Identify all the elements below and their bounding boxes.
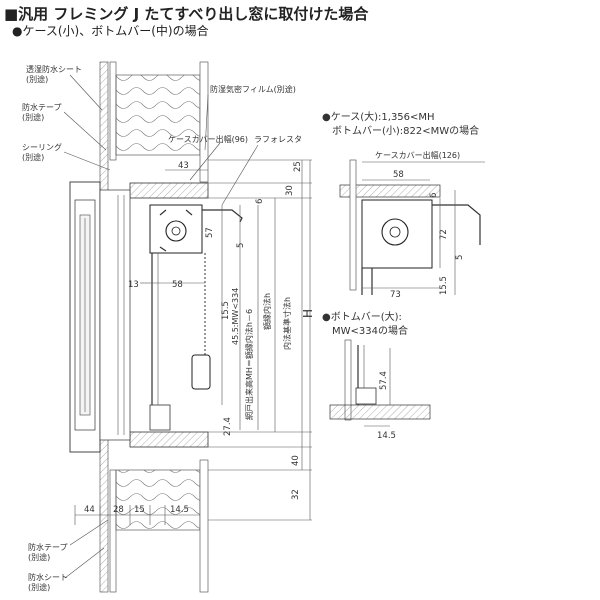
label-bottom-tape: 防水テープ <box>28 542 68 552</box>
dim-6: 6 <box>255 199 265 204</box>
label-bottom-tape-sep: (別途) <box>28 552 50 562</box>
page-title: ■汎用 フレミング J たてすべり出し窓に取付けた場合 <box>4 5 369 23</box>
dim-15: 15 <box>134 505 145 515</box>
insulation-top <box>115 74 201 156</box>
dim-32: 32 <box>291 489 301 500</box>
case-cover <box>202 209 243 223</box>
dim-40: 40 <box>291 455 301 466</box>
dim-44: 44 <box>84 505 95 515</box>
label-bottom-sheet: 防水シート <box>28 572 68 582</box>
rt-head <box>339 184 441 198</box>
rt-title-1: ●ケース(大):1,356<MH <box>322 110 435 123</box>
label-laforesta: ラフォレスタ <box>254 135 302 144</box>
label-case-cover-width: ケースカバー出幅(96) <box>168 134 248 144</box>
dim-30: 30 <box>285 185 295 196</box>
rt-dim-5: 5 <box>455 255 465 260</box>
rt-dim-58: 58 <box>393 170 404 180</box>
chain-weight <box>191 354 211 390</box>
vt-inner-h: 額縁内法h <box>262 293 272 330</box>
rt-title-2: ボトムバー(小):822<MWの場合 <box>332 124 479 137</box>
label-moisture-sheet-sep: (別途) <box>26 74 48 84</box>
dim-5: 5 <box>236 243 246 248</box>
vt-std-h: 内法基準寸法h <box>282 297 292 350</box>
rb-dim-57-4: 57.4 <box>379 371 389 390</box>
dim-14-5: 14.5 <box>170 505 189 515</box>
label-waterproof-tape-sep: (別途) <box>22 112 44 122</box>
rb-dim-14-5: 14.5 <box>377 431 396 441</box>
bottom-bar <box>149 404 171 431</box>
rb-title-2: MW<334の場合 <box>332 324 408 337</box>
dim-43: 43 <box>178 161 189 171</box>
label-sealing-sep: (別途) <box>22 152 44 162</box>
rb-title-1: ●ボトムバー(大): <box>322 310 402 323</box>
dim-big-h: H <box>301 309 315 318</box>
dim-57: 57 <box>205 227 215 238</box>
dim-25: 25 <box>293 161 303 172</box>
insulation-bottom <box>115 469 201 531</box>
rb-sill <box>329 404 431 420</box>
label-vapor-film: 防湿気密フィルム(別途) <box>210 84 296 94</box>
rt-dim-72: 72 <box>439 229 449 240</box>
rt-dim-73: 73 <box>390 290 401 300</box>
rt-dim-15-5: 15.5 <box>439 276 449 295</box>
dim-58: 58 <box>172 280 183 290</box>
label-moisture-sheet: 透湿防水シート <box>26 64 82 74</box>
label-bottom-sheet-sep: (別途) <box>28 582 50 592</box>
dim-27-4: 27.4 <box>223 417 233 436</box>
vt-mw: 45.5:MW<334 <box>231 288 240 345</box>
head-casing <box>129 182 209 199</box>
subtitle: ●ケース(小)、ボトムバー(中)の場合 <box>12 24 209 38</box>
label-waterproof-tape: 防水テープ <box>22 102 62 112</box>
sill-casing <box>129 431 209 448</box>
vt-mh: 網戸出来高MH＝額縁内法h－6 <box>244 309 254 420</box>
dim-15-5: 15.5 <box>221 301 231 320</box>
label-sealing: シーリング <box>22 142 62 152</box>
dim-28: 28 <box>113 505 124 515</box>
rb-bottom-bar <box>355 387 377 405</box>
rt-dim-6: 6 <box>429 193 439 198</box>
dim-13: 13 <box>128 280 139 290</box>
rt-cover-arm <box>432 204 481 245</box>
rt-cover-width: ケースカバー出幅(126) <box>375 150 460 160</box>
